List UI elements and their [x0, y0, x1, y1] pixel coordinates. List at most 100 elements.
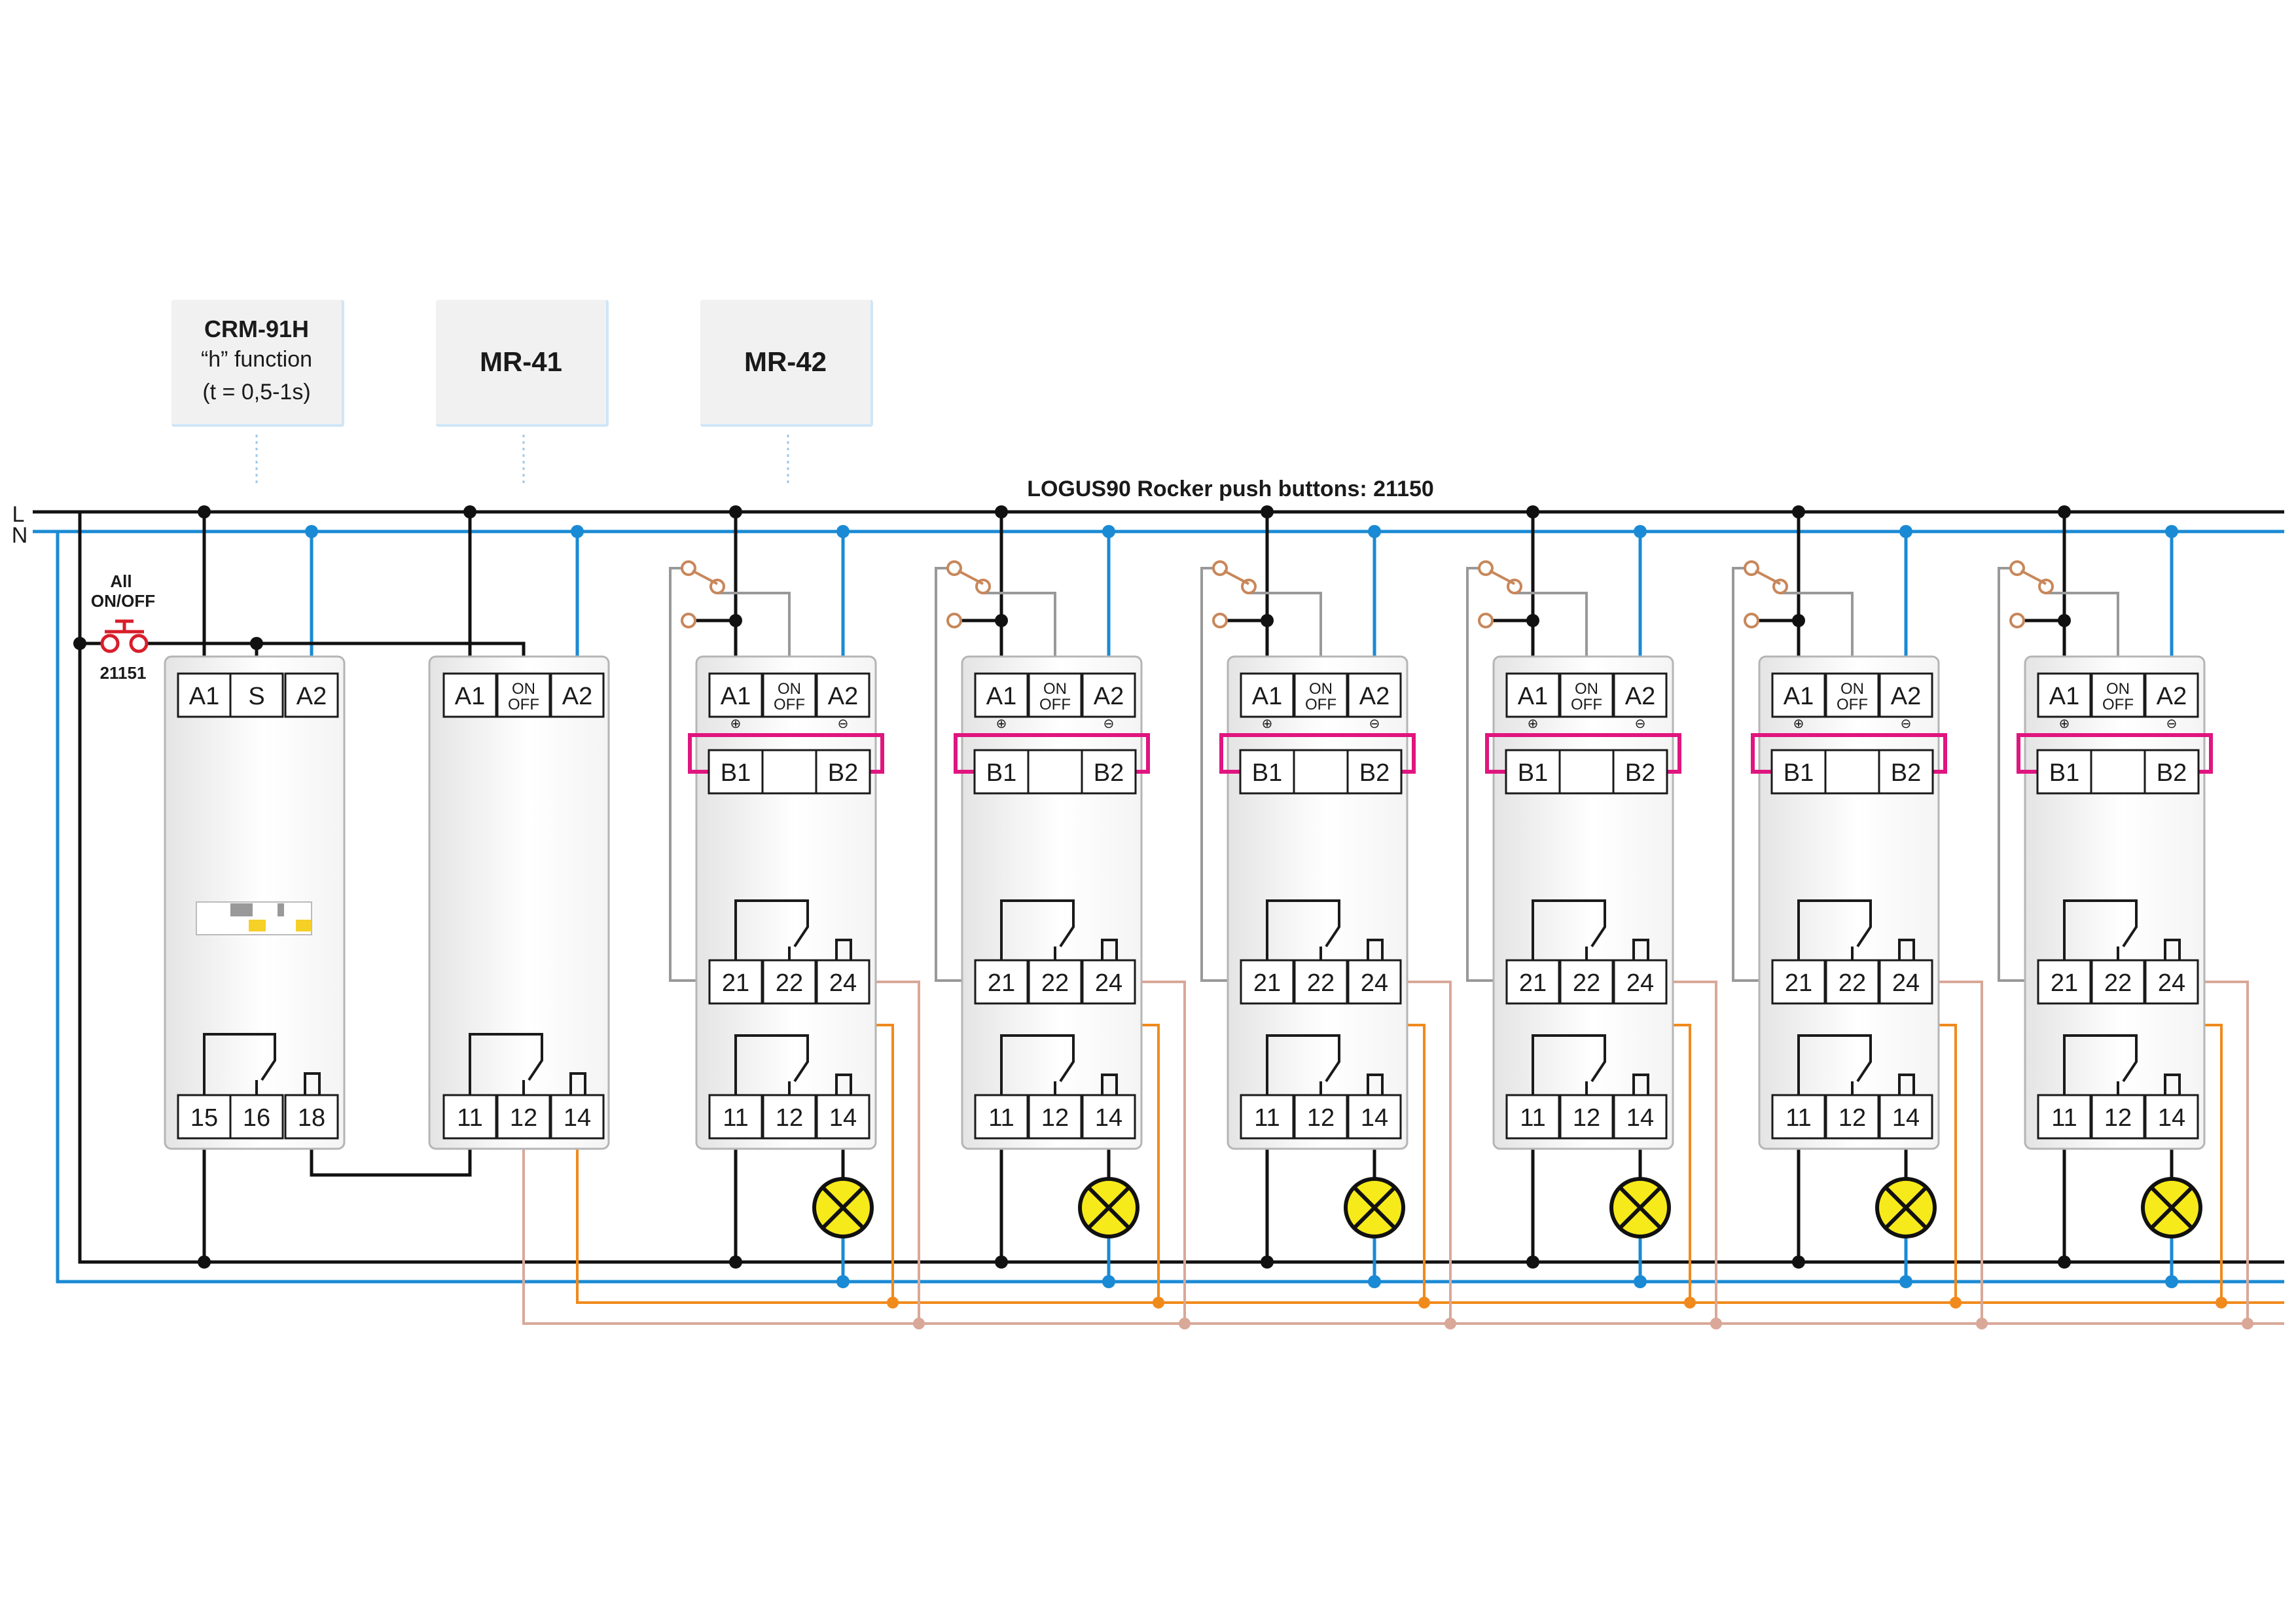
- relay-contact-nc: [2164, 1074, 2181, 1095]
- junction-dot: [571, 525, 584, 538]
- bus-terminal-b2: B2: [2157, 759, 2187, 787]
- mr42-terminal-mid-24-label: 24: [1626, 969, 1654, 997]
- mr42-terminal-mid-24-box: [1878, 959, 1933, 1005]
- label-connector-lines: [255, 435, 789, 486]
- junction-dot: [995, 1255, 1008, 1269]
- relay-contact: [1000, 1034, 1075, 1095]
- mr42-terminal-mid-21-label: 21: [1253, 969, 1281, 997]
- bus-terminal-block: [1770, 749, 1934, 795]
- mr42-terminal-a1-label: A1: [721, 683, 751, 710]
- mr42-central-off-wire: [1135, 981, 1186, 1324]
- mr42-terminal-a1-box: [2037, 672, 2092, 718]
- mr42-terminal-a2-box: [816, 672, 870, 718]
- mr42-terminal-mid-22-box: [1293, 959, 1348, 1005]
- bus-terminal-b1: B1: [1518, 759, 1548, 787]
- mr41-terminal-bottom-12-box: [496, 1094, 551, 1140]
- junction-dot: [1368, 1275, 1381, 1288]
- rocker-pushbutton-4-lever: [1489, 569, 1515, 585]
- on-off-terminal-box: [1559, 672, 1614, 718]
- mr42-terminal-mid-24-box: [2144, 959, 2199, 1005]
- junction-dot: [1444, 1318, 1456, 1329]
- on-off-terminal-box: [2090, 672, 2145, 718]
- off-terminal-label: OFF: [508, 696, 539, 713]
- off-terminal-label: OFF: [1305, 696, 1336, 713]
- rocker-pushbutton-5-lever: [1755, 569, 1781, 585]
- mr42-terminal-bottom-14-box: [1878, 1094, 1933, 1140]
- mr42-terminal-mid-21-label: 21: [988, 969, 1015, 997]
- rocker-pushbutton-1-terminal: [681, 560, 696, 576]
- crm-terminal-top-S-label: S: [248, 683, 264, 710]
- relay-contact: [2063, 899, 2138, 960]
- all-button-code: 21151: [100, 663, 147, 683]
- mr42-terminal-bottom-12-box: [2090, 1094, 2145, 1140]
- rocker-pushbutton-5-terminal: [1744, 613, 1759, 628]
- mr42-terminal-bottom-11-label: 11: [2051, 1104, 2077, 1132]
- junction-dot: [2058, 505, 2071, 518]
- junction-dot: [1899, 525, 1912, 538]
- relay-contact-nc: [1898, 1074, 1915, 1095]
- mr42-terminal-bottom-11-box: [2037, 1094, 2092, 1140]
- on-off-terminal-box: [762, 672, 817, 718]
- lamp-icon-cross: [1884, 1186, 1928, 1229]
- relay-contact: [1266, 1034, 1340, 1095]
- function-graph: [196, 901, 312, 935]
- bus-terminal-block: [1505, 749, 1668, 795]
- junction-dot: [2058, 614, 2071, 627]
- function-graph-bar: [230, 903, 253, 916]
- relay-contact: [1797, 899, 1872, 960]
- lamp-icon-cross: [1087, 1186, 1130, 1229]
- crm-terminal-bottom-15-label: 15: [190, 1104, 218, 1132]
- relay-contact-nc: [1632, 1074, 1649, 1095]
- function-graph-bar: [296, 920, 312, 931]
- mr42-terminal-bottom-11-label: 11: [988, 1104, 1014, 1132]
- bus-terminal-block: [1239, 749, 1403, 795]
- junction-dot: [729, 505, 742, 518]
- junction-dot: [729, 614, 742, 627]
- junction-dot: [73, 637, 86, 650]
- bus-terminal-b1: B1: [1784, 759, 1814, 787]
- rocker-pushbutton-3-lever: [1223, 569, 1249, 585]
- on-off-terminal-box: [496, 672, 551, 718]
- function-graph-bar: [249, 920, 266, 931]
- on-terminal-label: ON: [2106, 680, 2130, 698]
- junction-dot: [1261, 1255, 1274, 1269]
- mr42-label: MR-42: [700, 300, 873, 427]
- mr42-terminal-mid-24-box: [1613, 959, 1668, 1005]
- mr42-terminal-mid-22-label: 22: [776, 969, 803, 997]
- mr41-terminal-bottom-11-label: 11: [457, 1104, 482, 1132]
- mr42-terminal-a1-box: [708, 672, 763, 718]
- crm-terminal-top-A2-box: [284, 672, 339, 718]
- junction-dot: [1634, 1275, 1647, 1288]
- mr42-terminal-bottom-14-box: [1613, 1094, 1668, 1140]
- mr41-terminal-bottom-14-label: 14: [564, 1104, 591, 1132]
- crm-terminal-bottom-18-label: 18: [298, 1104, 325, 1132]
- junction-dot: [305, 525, 318, 538]
- mr42-terminal-mid-21-box: [708, 959, 763, 1005]
- junction-dot: [1792, 614, 1805, 627]
- relay-contact-nc: [2164, 939, 2181, 960]
- lamp-icon-cross: [821, 1186, 865, 1229]
- junction-dot: [995, 614, 1008, 627]
- lamp-icon-cross: [2150, 1186, 2193, 1229]
- mr42-terminal-a2-box: [1347, 672, 1402, 718]
- rocker-pushbutton-3-terminal: [1212, 560, 1228, 576]
- mr42-terminal-a2-box: [2144, 672, 2199, 718]
- bus-terminal-b1: B1: [721, 759, 751, 787]
- junction-dot: [2215, 1297, 2227, 1308]
- mr42-terminal-bottom-12-label: 12: [776, 1104, 803, 1132]
- rocker-pushbutton-1-terminal: [681, 613, 696, 628]
- mr42-terminal-bottom-11-label: 11: [1785, 1104, 1811, 1132]
- mr42-central-off-wire: [1932, 981, 1983, 1324]
- central-off-line: [522, 1138, 2284, 1325]
- mr42-terminal-bottom-11-label: 11: [1520, 1104, 1545, 1132]
- lamp-icon-cross: [1619, 1186, 1662, 1229]
- minus-symbol: ⊖: [1901, 717, 1912, 731]
- mr42-terminal-a1-label: A1: [986, 683, 1016, 710]
- relay-contact: [203, 1033, 276, 1095]
- mr42-terminal-a2-label: A2: [1359, 683, 1390, 710]
- wires: [33, 510, 2284, 1325]
- mr42-terminal-bottom-12-box: [1559, 1094, 1614, 1140]
- junction-dot: [1526, 1255, 1539, 1269]
- mr42-terminal-bottom-14-label: 14: [1361, 1104, 1388, 1132]
- rocker-pushbutton-4-terminal: [1478, 560, 1494, 576]
